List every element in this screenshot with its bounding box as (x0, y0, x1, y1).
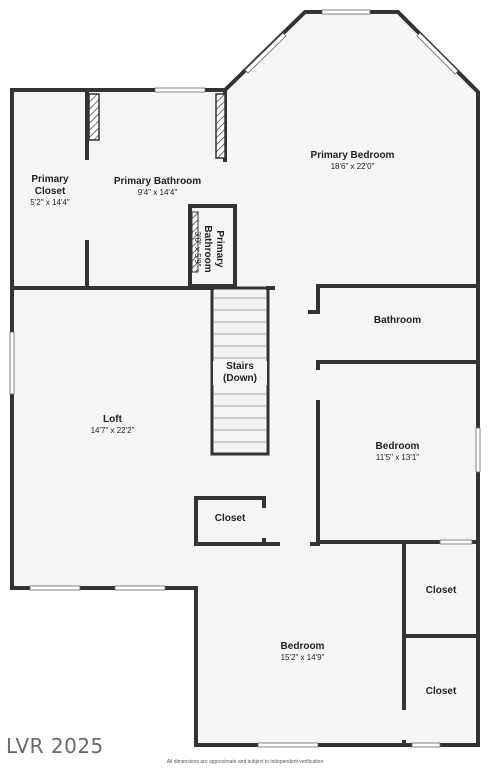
room-dimensions: 18'6" x 22'0" (330, 162, 375, 171)
closet-loft-label: Closet (198, 513, 262, 525)
stairs-line1: Stairs (226, 361, 254, 372)
primary-closet-label: Primary Closet 5'2" x 14'4" (14, 174, 86, 208)
disclaimer: All dimensions are approximate and subje… (166, 759, 324, 765)
room-name-line2: Closet (34, 186, 66, 197)
bedroom-east-label: Bedroom 11'5" x 13'1" (330, 441, 465, 463)
room-name: Closet (425, 686, 457, 697)
stair-treads (214, 297, 266, 443)
loft-label: Loft 14'7" x 22'2" (60, 414, 165, 436)
small-bathroom-walls (188, 204, 237, 288)
door-openings (85, 160, 406, 740)
stairs-label: Stairs (Down) (213, 361, 267, 385)
stairs-walls (210, 286, 270, 456)
stairs-line2: (Down) (223, 373, 257, 384)
closet-upper-label: Closet (406, 585, 476, 597)
room-name: Bathroom (373, 315, 422, 326)
room-name: Closet (214, 513, 246, 524)
room-name: Primary Bathroom (113, 176, 202, 187)
bathroom-label: Bathroom (330, 315, 465, 327)
windows (9, 9, 481, 748)
room-dimensions: 9'4" x 14'4" (137, 188, 178, 197)
room-name: Primary Bedroom (310, 150, 395, 161)
room-dimensions: 3'0" x 5'9" (193, 231, 202, 267)
primary-bathroom-label: Primary Bathroom 9'4" x 14'4" (95, 176, 220, 198)
hatched-column-small (191, 211, 199, 273)
room-dimensions: 5'2" x 14'4" (30, 198, 70, 207)
room-name-line1: Primary (214, 230, 225, 268)
room-name: Closet (425, 585, 457, 596)
bedroom-south-label: Bedroom 15'2" x 14'9" (240, 641, 365, 663)
hatched-column-right (215, 93, 226, 159)
room-name: Bedroom (280, 641, 325, 652)
room-name-line2: Bathroom (202, 225, 214, 273)
room-name: Loft (103, 414, 122, 425)
hatched-column-left (88, 93, 100, 141)
room-name: Bedroom (375, 441, 420, 452)
room-name-line1: Primary (31, 174, 69, 185)
room-dimensions: 15'2" x 14'9" (280, 653, 325, 662)
primary-bedroom-label: Primary Bedroom 18'6" x 22'0" (280, 150, 425, 172)
watermark: LVR 2025 (6, 734, 104, 758)
closet-lower-label: Closet (406, 686, 476, 698)
room-dimensions: 11'5" x 13'1" (375, 453, 420, 462)
room-dimensions: 14'7" x 22'2" (90, 426, 135, 435)
bathroom-walls (316, 284, 480, 314)
primary-bathroom-small-label: Primary Bathroom 3'0" x 5'9" (193, 214, 225, 284)
